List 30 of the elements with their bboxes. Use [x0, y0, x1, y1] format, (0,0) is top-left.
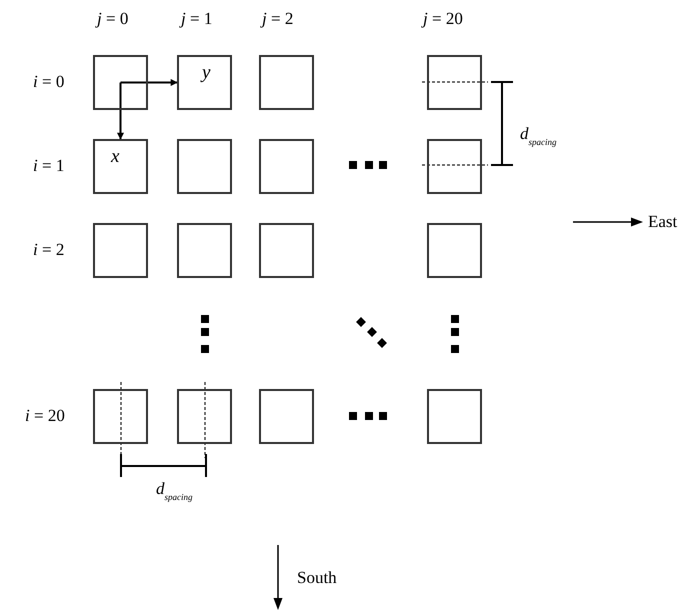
column-header: j = 1: [181, 10, 212, 27]
grid-square: [427, 223, 482, 278]
arrow: [117, 82, 124, 140]
direction-label: South: [297, 569, 337, 586]
grid-square: [177, 139, 232, 194]
dimension-label: d$_{spacing}$: [156, 480, 192, 502]
column-header: j = 2: [262, 10, 294, 27]
direction-label: East: [648, 213, 678, 230]
grid-square: [177, 55, 232, 110]
grid-square: [427, 389, 482, 444]
grid-square: [259, 139, 314, 194]
grid-square: [259, 223, 314, 278]
row-header: i = 0: [33, 73, 64, 90]
row-header: i = 2: [33, 241, 64, 258]
grid-square: [93, 389, 148, 444]
grid-square: [259, 389, 314, 444]
row-header: i = 1: [33, 157, 64, 174]
grid-square: [93, 139, 148, 194]
grid-square: [259, 55, 314, 110]
grid-square: [427, 139, 482, 194]
dimension-label: d$_{spacing}$: [520, 125, 556, 147]
grid-square: [177, 223, 232, 278]
arrow: [120, 79, 178, 86]
grid-square: [93, 223, 148, 278]
row-header: i = 20: [25, 407, 65, 424]
grid-square: [427, 55, 482, 110]
grid-square: [177, 389, 232, 444]
column-header: j = 20: [423, 10, 463, 27]
grid-square: [93, 55, 148, 110]
column-header: j = 0: [97, 10, 128, 27]
